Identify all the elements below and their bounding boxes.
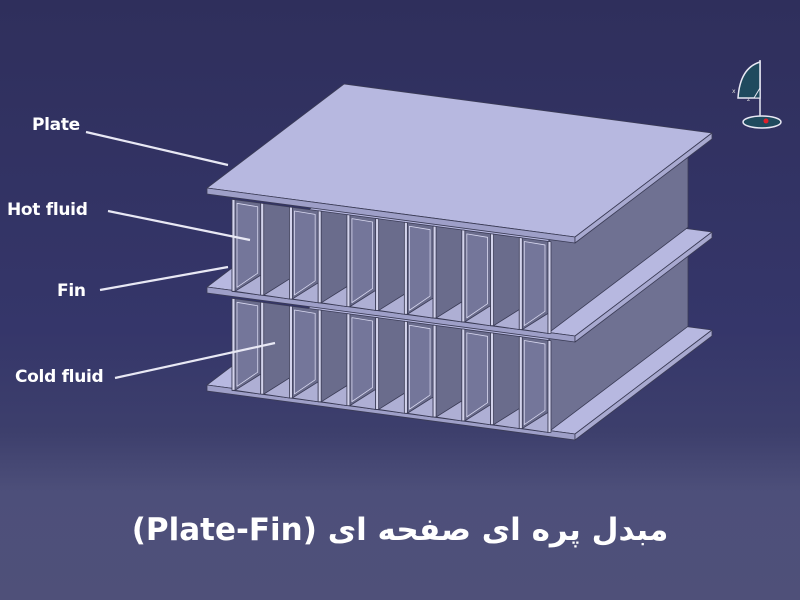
fin-channel-face xyxy=(236,202,259,288)
fin xyxy=(518,237,523,330)
leader-lines xyxy=(85,130,276,380)
hot-fluid-leader-line xyxy=(107,209,251,242)
fin xyxy=(289,305,293,399)
fin xyxy=(432,324,437,418)
middle-plate-side-edge xyxy=(574,231,713,343)
fin xyxy=(518,336,523,429)
fin xyxy=(346,214,351,308)
fin xyxy=(260,202,265,296)
fin xyxy=(403,320,408,414)
compass-z-label: z xyxy=(747,96,750,103)
fin xyxy=(231,198,236,292)
fin xyxy=(403,221,408,315)
fin-channel-face xyxy=(351,317,374,403)
fin xyxy=(547,240,552,334)
hot-fluid-label: Hot fluid xyxy=(7,200,88,220)
cold-fluid-label: Cold fluid xyxy=(15,367,104,387)
fin xyxy=(346,313,351,407)
plate-label: Plate xyxy=(32,115,80,135)
fin xyxy=(231,297,236,391)
caption-title: مبدل پره ای صفحه ای (Plate-Fin) xyxy=(131,512,669,548)
fin xyxy=(289,206,293,300)
fin-channel-face xyxy=(466,332,488,418)
fin-channel-face xyxy=(523,340,546,425)
fin xyxy=(490,332,494,426)
fin-channel-face xyxy=(466,233,488,319)
plate-leader-line xyxy=(85,130,229,167)
fin xyxy=(260,301,265,395)
fin xyxy=(317,210,322,304)
fin xyxy=(461,328,466,422)
fin xyxy=(490,233,494,327)
fin xyxy=(432,225,437,319)
fin xyxy=(317,309,322,403)
bottom-plate-side-edge xyxy=(574,329,713,441)
cold-fluid-leader-line xyxy=(114,341,276,380)
fin-channel-face xyxy=(408,324,431,410)
top-plate-side-edge xyxy=(574,132,713,244)
fin xyxy=(547,339,552,433)
compass-x-label: x xyxy=(732,88,736,95)
fin-channel-face xyxy=(351,218,374,304)
fin-channel-face xyxy=(294,210,316,296)
fin-channel-face xyxy=(294,309,316,395)
fin xyxy=(375,218,380,311)
fin-label: Fin xyxy=(57,281,86,301)
fin-channel-face xyxy=(408,225,431,311)
fin-leader-line xyxy=(99,265,229,292)
heat-exchanger-model xyxy=(206,83,713,441)
fin-channel-face xyxy=(236,301,259,387)
fin-channel-face xyxy=(523,241,546,326)
fin xyxy=(375,317,380,410)
compass-icon: x z xyxy=(732,60,782,129)
fin xyxy=(461,229,466,323)
